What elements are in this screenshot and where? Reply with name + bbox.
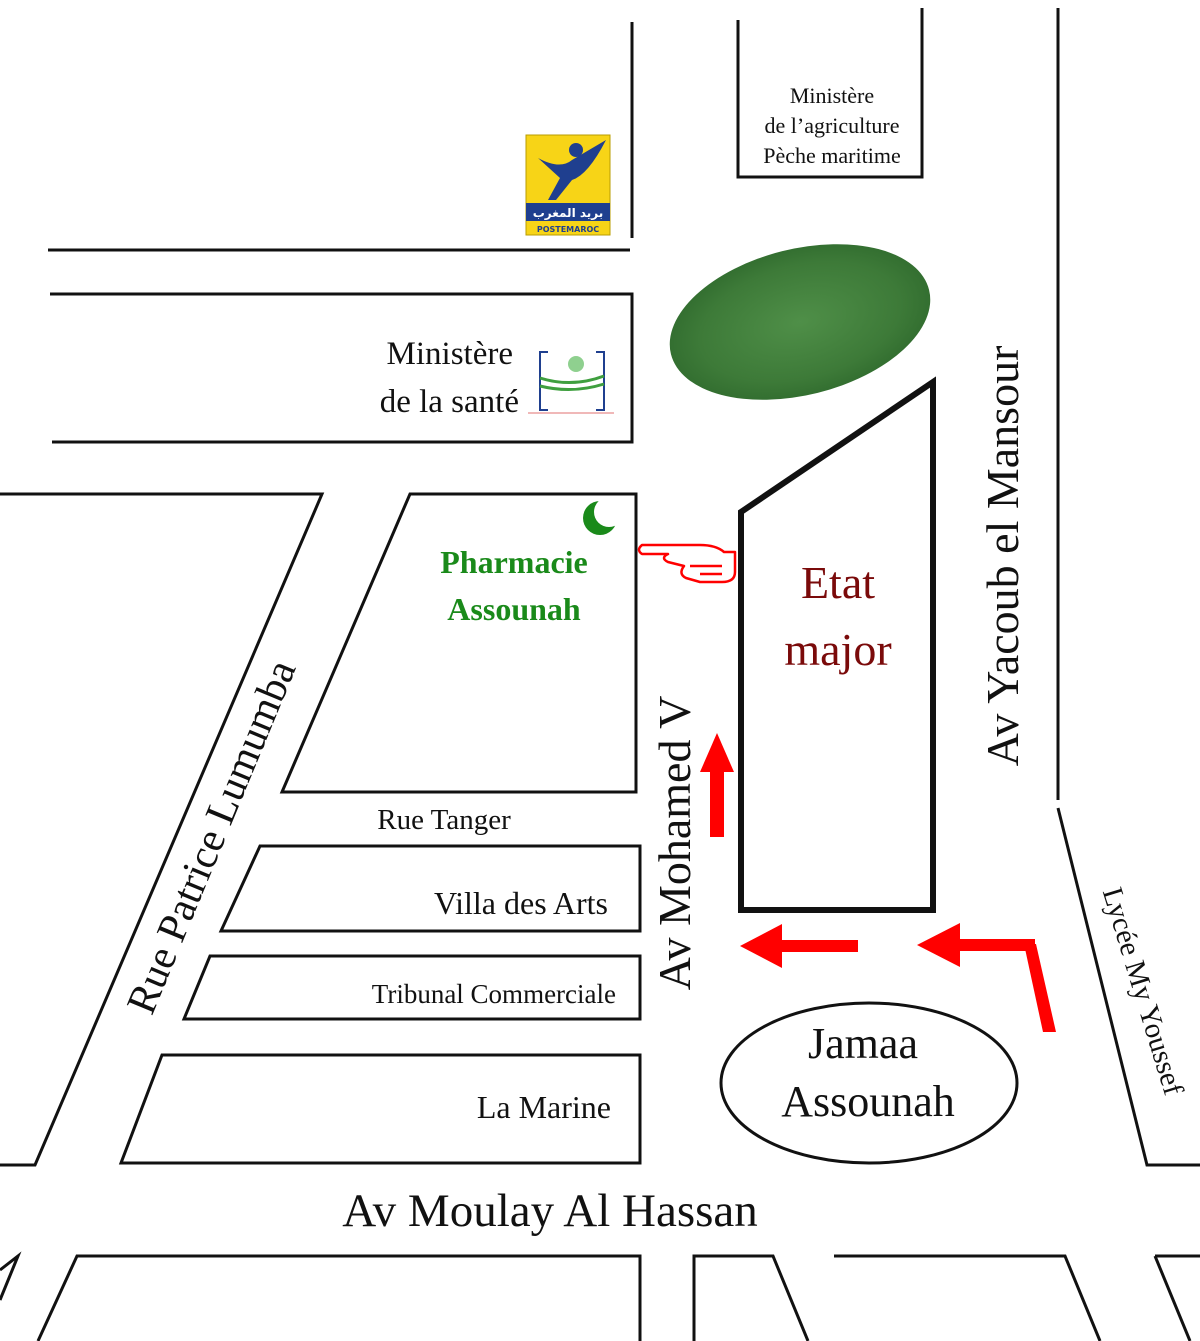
agriculture-line3: Pèche maritime (763, 143, 900, 168)
route-arrow-left-2 (917, 923, 1035, 967)
block-agriculture (736, 8, 924, 179)
block-left (0, 492, 325, 1167)
etat-major-line1: Etat (801, 557, 875, 608)
jamaa-assounah-outline (719, 1001, 1019, 1165)
block-la-marine (118, 1053, 642, 1165)
block-villa-des-arts (218, 844, 642, 933)
rue-tanger-label: Rue Tanger (377, 804, 511, 836)
pharmacie-label: Pharmacie Assounah (440, 544, 588, 627)
street-lines (0, 8, 1200, 1341)
av-yacoub-label: Av Yacoub el Mansour (977, 346, 1028, 767)
tribunal-label: Tribunal Commerciale (372, 979, 616, 1009)
block-lycee (1056, 807, 1200, 1167)
lycee-label: Lycée My Youssef (1096, 884, 1190, 1099)
poste-logo-latin: POSTEMAROC (537, 225, 599, 234)
rue-lumumba-label: Rue Patrice Lumumba (118, 653, 305, 1020)
block-bottom-1 (0, 1251, 22, 1301)
route-arrows (700, 733, 1056, 1032)
pharmacie-line1: Pharmacie (440, 544, 588, 580)
sante-line1: Ministère (387, 336, 513, 372)
av-moulay-label: Av Moulay Al Hassan (342, 1185, 758, 1237)
jamaa-line1: Jamaa (808, 1019, 918, 1068)
ministere-sante-logo (528, 351, 614, 414)
jamaa-line2: Assounah (781, 1077, 955, 1126)
block-bottom-2 (36, 1254, 642, 1341)
block-bottom-3 (692, 1254, 810, 1341)
agriculture-label: Ministère de l’agriculture Pèche maritim… (763, 83, 900, 168)
etat-major-line2: major (784, 624, 891, 675)
jamaa-label: Jamaa Assounah (781, 1019, 955, 1126)
pharmacie-line2: Assounah (447, 591, 581, 627)
crescent-icon (583, 497, 624, 535)
block-bottom-4 (834, 1254, 1102, 1341)
etat-major-label: Etat major (784, 557, 891, 675)
av-mohamed-v-label: Av Mohamed V (649, 696, 700, 991)
green-park (669, 244, 931, 400)
la-marine-label: La Marine (477, 1089, 611, 1125)
poste-logo-figure (538, 140, 606, 200)
block-sante (50, 292, 634, 444)
etat-major-building (738, 376, 936, 913)
route-arrow-up (700, 733, 734, 837)
villa-des-arts-label: Villa des Arts (434, 885, 608, 921)
sante-label: Ministère de la santé (380, 336, 519, 420)
block-tribunal (181, 954, 642, 1021)
sante-line2: de la santé (380, 384, 519, 420)
poste-logo-arabic: بريد المغرب (533, 206, 604, 220)
agriculture-line1: Ministère (790, 83, 874, 108)
agriculture-line2: de l’agriculture (765, 113, 900, 138)
route-arrow-stem (1024, 944, 1056, 1032)
block-pharmacie (279, 492, 638, 794)
block-bottom-5-edge (1153, 1255, 1192, 1341)
poste-maroc-logo: بريد المغرب POSTEMAROC (525, 134, 611, 236)
poste-logo-head (569, 143, 583, 157)
pointing-hand-icon (637, 543, 737, 584)
route-arrow-left-1 (740, 924, 858, 968)
